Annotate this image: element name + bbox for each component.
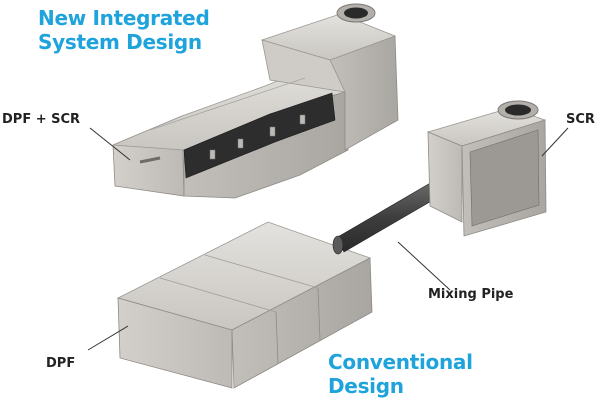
- label-dpf-scr: DPF + SCR: [2, 112, 81, 127]
- integrated-latches: [209, 114, 306, 160]
- integrated-inlet-stub: [139, 156, 161, 164]
- leader-scr: [541, 127, 569, 157]
- integrated-heading-line2: System Design: [38, 30, 202, 54]
- mixing-pipe-assembly: [332, 179, 441, 255]
- integrated-roof-seam: [149, 77, 306, 131]
- mixing-pipe: [335, 181, 441, 253]
- scr-grille: [469, 129, 540, 227]
- label-mixing-pipe: Mixing Pipe: [428, 287, 514, 302]
- integrated-outlet-opening: [344, 7, 368, 19]
- label-dpf: DPF: [46, 356, 76, 371]
- scr-outlet-opening: [505, 104, 531, 116]
- conventional-dpf-unit: [116, 221, 373, 389]
- integrated-access-panel: [183, 92, 336, 179]
- leader-mixing-pipe: [397, 241, 451, 291]
- conventional-heading-line1: Conventional: [328, 350, 473, 374]
- conventional-design-heading: Conventional Design: [328, 350, 473, 398]
- label-scr: SCR: [566, 112, 595, 127]
- integrated-tower-side: [261, 39, 346, 93]
- scr-front: [427, 131, 463, 223]
- dpf-seam: [317, 287, 321, 341]
- dpf-seam: [159, 277, 277, 313]
- integrated-heading-line1: New Integrated: [38, 6, 210, 30]
- dpf-seam: [204, 254, 319, 289]
- conventional-heading-line2: Design: [328, 374, 404, 398]
- conventional-scr-unit: [426, 100, 547, 237]
- dpf-seam: [275, 311, 279, 365]
- mixing-pipe-flange: [332, 235, 344, 255]
- integrated-dpf-scr-unit: [112, 3, 399, 199]
- leader-lines: [87, 127, 569, 351]
- leader-dpf-scr: [89, 127, 131, 161]
- dpf-side: [231, 257, 373, 389]
- integrated-design-heading: New Integrated System Design: [38, 6, 210, 54]
- dpf-front: [117, 297, 233, 389]
- leader-dpf: [87, 325, 129, 351]
